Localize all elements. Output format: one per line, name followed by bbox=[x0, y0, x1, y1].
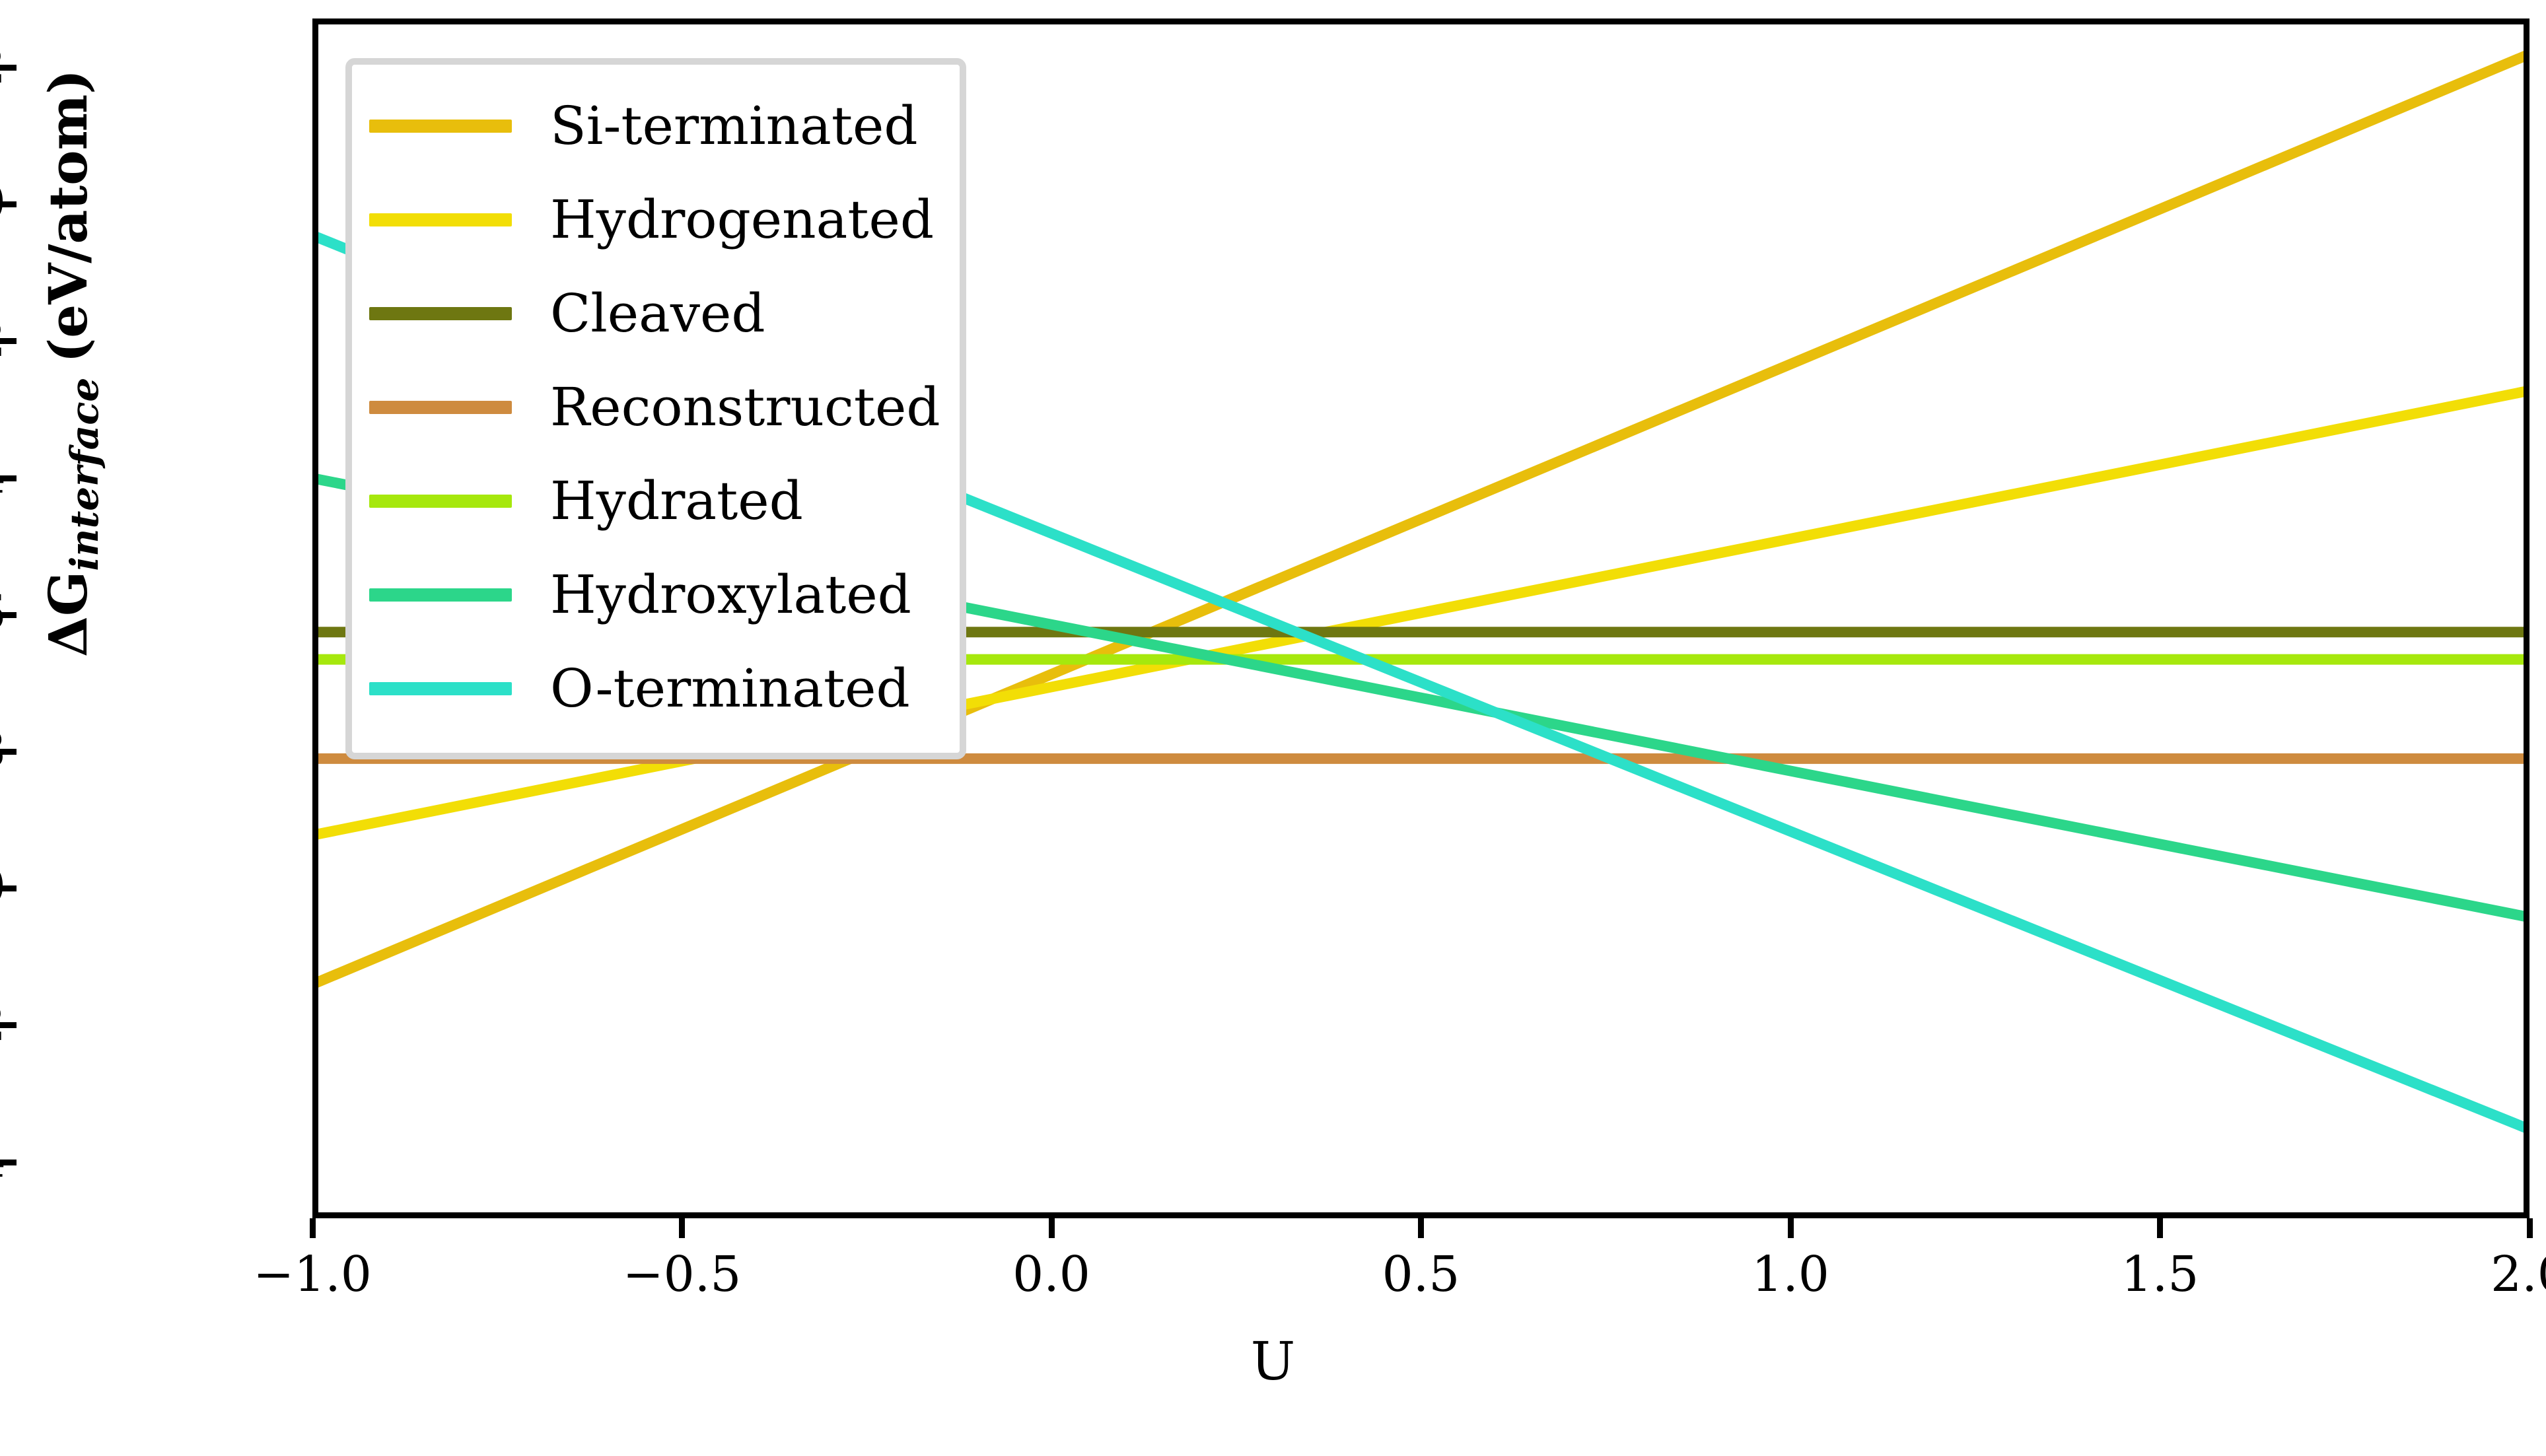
y-tick-label: −0.10 bbox=[0, 862, 6, 911]
y-tick-mark bbox=[0, 1022, 17, 1029]
legend-item[interactable]: Reconstructed bbox=[369, 361, 942, 454]
y-tick-label: −0.14 bbox=[0, 1136, 6, 1185]
y-axis-label-container: ΔGinterface (eV/atom) bbox=[37, 0, 107, 858]
x-tick-mark bbox=[309, 1218, 316, 1238]
legend-item-label: Hydroxylated bbox=[550, 564, 911, 625]
y-tick-mark bbox=[0, 885, 17, 892]
legend-item[interactable]: O-terminated bbox=[369, 642, 942, 736]
legend-item-label: Si-terminated bbox=[550, 95, 918, 156]
legend-item-label: Hydrogenated bbox=[550, 189, 935, 250]
y-tick-label: −0.12 bbox=[0, 999, 6, 1048]
y-tick-label: 0.02 bbox=[0, 42, 6, 90]
legend-color-swatch bbox=[369, 401, 512, 414]
y-tick-label: 0.00 bbox=[0, 178, 6, 227]
legend-color-swatch bbox=[369, 588, 512, 602]
legend-item[interactable]: Si-terminated bbox=[369, 79, 942, 173]
x-tick-label: −0.5 bbox=[622, 1246, 742, 1303]
legend-color-swatch bbox=[369, 495, 512, 508]
x-tick-mark bbox=[1418, 1218, 1424, 1238]
legend-item-label: O-terminated bbox=[550, 658, 910, 719]
y-tick-label: −0.08 bbox=[0, 726, 6, 775]
x-tick-mark bbox=[679, 1218, 685, 1238]
y-tick-mark bbox=[0, 338, 17, 345]
x-tick-label: 0.5 bbox=[1382, 1246, 1460, 1303]
legend-item-label: Cleaved bbox=[550, 283, 765, 344]
y-tick-mark bbox=[0, 201, 17, 208]
legend-color-swatch bbox=[369, 120, 512, 133]
y-tick-mark bbox=[0, 611, 17, 618]
legend-item[interactable]: Cleaved bbox=[369, 267, 942, 361]
y-tick-label: −0.02 bbox=[0, 315, 6, 364]
x-tick-label: 1.0 bbox=[1751, 1246, 1829, 1303]
data-line bbox=[318, 54, 2524, 985]
legend-color-swatch bbox=[369, 307, 512, 320]
y-tick-mark bbox=[0, 475, 17, 481]
y-axis-label-main: ΔG bbox=[37, 571, 99, 658]
legend-item-label: Hydrated bbox=[550, 470, 803, 532]
y-axis-label-units: (eV/atom) bbox=[37, 69, 99, 363]
x-tick-mark bbox=[1787, 1218, 1794, 1238]
y-axis-label-subscript: interface bbox=[62, 377, 107, 571]
y-tick-mark bbox=[0, 65, 17, 71]
y-axis-label: ΔGinterface (eV/atom) bbox=[37, 69, 107, 657]
legend-item[interactable]: Hydrogenated bbox=[369, 173, 942, 267]
legend-item-label: Reconstructed bbox=[550, 376, 940, 438]
y-tick-mark bbox=[0, 749, 17, 755]
x-tick-mark bbox=[2157, 1218, 2163, 1238]
x-tick-label: 0.0 bbox=[1012, 1246, 1090, 1303]
legend-item[interactable]: Hydroxylated bbox=[369, 548, 942, 642]
legend-color-swatch bbox=[369, 682, 512, 695]
x-tick-label: 1.5 bbox=[2121, 1246, 2199, 1303]
legend-item[interactable]: Hydrated bbox=[369, 454, 942, 548]
x-axis-label: U bbox=[1250, 1331, 1296, 1392]
y-tick-label: −0.04 bbox=[0, 452, 6, 501]
x-tick-label: 2.0 bbox=[2491, 1246, 2546, 1303]
x-tick-label: −1.0 bbox=[253, 1246, 372, 1303]
x-tick-mark bbox=[1048, 1218, 1055, 1238]
legend-color-swatch bbox=[369, 213, 512, 226]
y-tick-mark bbox=[0, 1159, 17, 1165]
x-tick-mark bbox=[2526, 1218, 2533, 1238]
y-tick-label: −0.06 bbox=[0, 588, 6, 637]
